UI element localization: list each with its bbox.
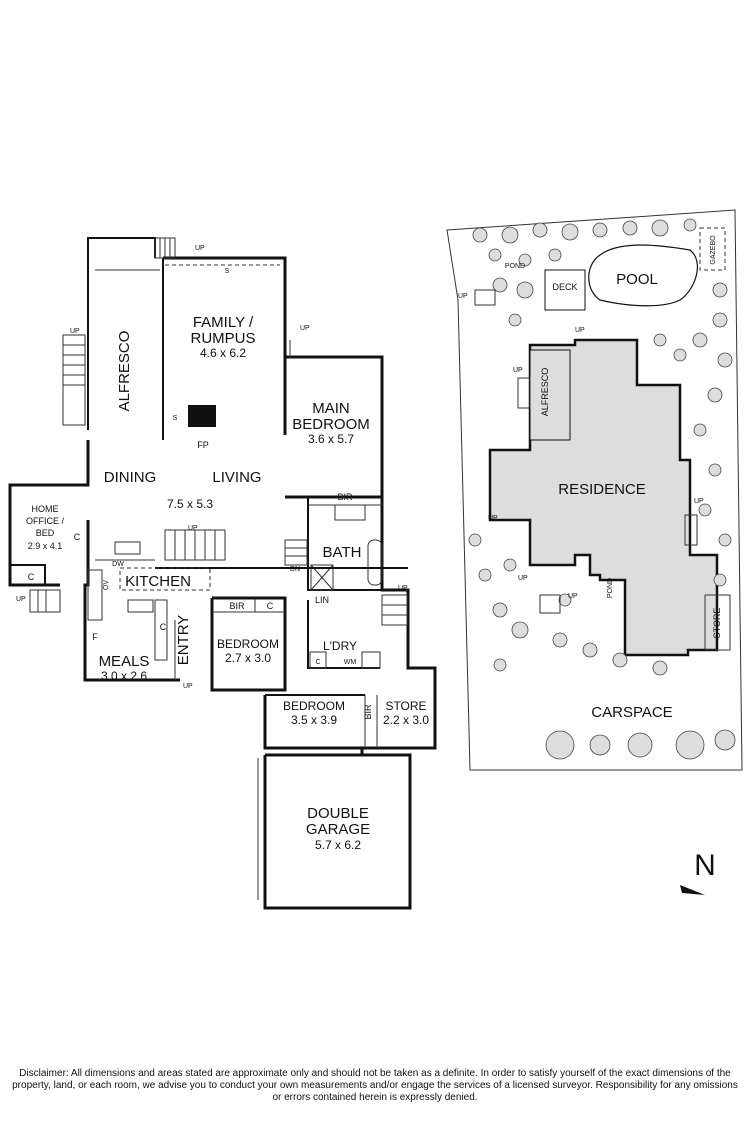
gazebo-shape (699, 227, 726, 271)
main-bedroom-label-1: MAIN (312, 400, 350, 417)
s-label-fp: S (173, 415, 178, 422)
home-office-label-2: OFFICE / (26, 516, 64, 526)
site-plan (446, 209, 743, 771)
home-office-label-3: BED (36, 528, 55, 538)
dn-label: DN (290, 566, 300, 573)
home-office-dims: 2.9 x 4.1 (28, 541, 63, 551)
store-dims: 2.2 x 3.0 (383, 713, 429, 727)
bedroom-large-dims: 3.5 x 3.9 (291, 713, 337, 727)
stair-bath (284, 539, 308, 566)
site-up-label-4: UP (488, 515, 498, 522)
disclaimer-text: Disclaimer: All dimensions and areas sta… (12, 1068, 738, 1103)
up-label-main: UP (300, 325, 310, 332)
living-label: LIVING (212, 469, 261, 486)
garage-dims: 5.7 x 6.2 (315, 838, 361, 852)
family-label-1: FAMILY / (193, 314, 254, 331)
bath-label: BATH (323, 544, 362, 561)
home-office-label-1: HOME (32, 504, 59, 514)
site-up-label-5: UP (518, 575, 528, 582)
stair-store (381, 594, 408, 626)
pond-label-bottom: POND (607, 578, 614, 598)
bedroom-small-dims: 2.7 x 3.0 (225, 651, 271, 665)
residence-label: RESIDENCE (558, 481, 646, 498)
up-label-entry: UP (183, 683, 193, 690)
laundry-label: L'DRY (323, 639, 357, 653)
compass-north-label: N (694, 849, 716, 882)
compass-arrow-icon (680, 885, 705, 895)
c-label-bedroom-small: C (267, 601, 274, 611)
family-dims: 4.6 x 6.2 (200, 346, 246, 360)
c-label-laundry: C (315, 659, 320, 666)
site-alfresco-label: ALFRESCO (540, 368, 550, 417)
up-label-store: UP (398, 585, 408, 592)
up-label-top: UP (195, 245, 205, 252)
lin-label: LIN (315, 595, 329, 605)
stair-office (29, 589, 61, 613)
trees (468, 218, 736, 760)
entry-label: ENTRY (175, 615, 192, 666)
dining-living-dims: 7.5 x 5.3 (167, 497, 213, 511)
stair-internal (164, 529, 226, 561)
stair-alfresco (62, 334, 86, 426)
fp-label: FP (197, 440, 209, 450)
family-label-2: RUMPUS (190, 330, 255, 347)
main-bedroom-label-2: BEDROOM (292, 416, 370, 433)
site-up-label-1: UP (458, 293, 468, 300)
c-label-office: C (74, 532, 81, 542)
alfresco-site (529, 349, 571, 441)
up-label-stair: UP (188, 525, 198, 532)
floor-plan-walls (8, 237, 437, 910)
c-label-office-2: C (28, 572, 35, 582)
bir-label-bedroom-small: BIR (229, 601, 245, 611)
site-up-label-2: UP (575, 327, 585, 334)
bir-label-bedroom-large: BIR (363, 704, 373, 720)
pool-label: POOL (616, 271, 658, 288)
pool-shape (588, 244, 699, 307)
dw-label: DW (112, 561, 124, 568)
garage-label-2: GARAGE (306, 821, 370, 838)
fireplace (188, 405, 216, 427)
meals-label: MEALS (99, 653, 150, 670)
bedroom-large-label: BEDROOM (283, 699, 345, 713)
site-store-label: STORE (712, 608, 722, 639)
alfresco-label: ALFRESCO (116, 331, 133, 412)
garage-label-1: DOUBLE (307, 805, 369, 822)
pond-label-top: POND (505, 263, 525, 270)
meals-dims: 3.0 x 2.6 (101, 669, 147, 683)
site-up-label-6: UP (568, 593, 578, 600)
dining-label: DINING (104, 469, 157, 486)
s-label-family: S (225, 268, 230, 275)
f-label: F (92, 632, 98, 642)
ov-label: OV (103, 580, 110, 590)
wm-label: WM (344, 659, 357, 666)
gazebo-label: GAZEBO (710, 235, 717, 265)
bir-label-main: BIR (337, 492, 353, 502)
up-label-alfresco: UP (70, 328, 80, 335)
bedroom-small-label: BEDROOM (217, 637, 279, 651)
stair-top (154, 237, 176, 259)
store-label: STORE (385, 699, 426, 713)
site-stairs (474, 289, 698, 614)
deck-shape (544, 269, 586, 311)
c-label-kitchen: C (160, 622, 167, 632)
carspace-label: CARSPACE (591, 704, 672, 721)
site-up-label-7: UP (694, 498, 704, 505)
kitchen-label: KITCHEN (125, 573, 191, 590)
deck-label: DECK (552, 282, 577, 292)
up-label-office: UP (16, 596, 26, 603)
main-bedroom-dims: 3.6 x 5.7 (308, 432, 354, 446)
site-up-label-3: UP (513, 367, 523, 374)
store-shape-site (704, 594, 731, 651)
